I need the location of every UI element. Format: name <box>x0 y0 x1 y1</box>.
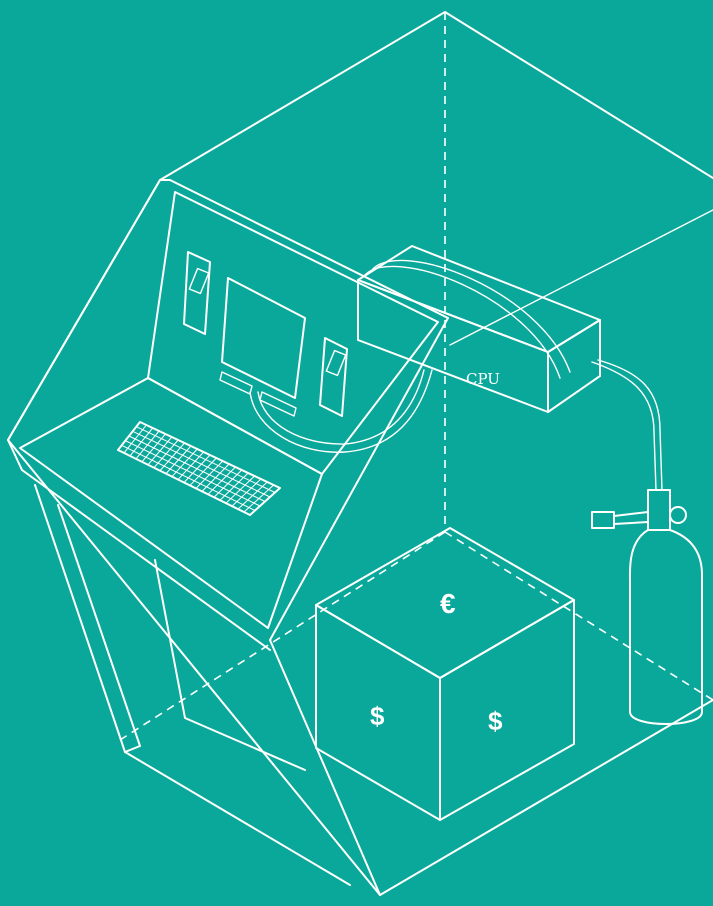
valve-nozzle-tip <box>592 512 614 528</box>
card-slot-right <box>320 338 347 416</box>
outer-box-top-edge <box>8 12 713 440</box>
outer-box-bottom-edge <box>380 700 713 895</box>
valve-nozzle <box>614 512 648 524</box>
card-slot-left-reader <box>189 269 208 294</box>
desk-surface <box>20 378 322 628</box>
keyboard-row-divider <box>122 445 255 510</box>
money-cube: € $ $ <box>316 528 574 820</box>
dollar-symbol-left: $ <box>370 701 385 731</box>
euro-symbol: € <box>440 588 456 619</box>
dollar-symbol-right: $ <box>488 706 503 736</box>
keyboard-row-divider <box>129 436 265 502</box>
keyboard <box>118 422 280 515</box>
gas-hose-inner <box>592 362 656 490</box>
card-slot-left <box>184 252 210 334</box>
cpu-cable-strap <box>372 260 570 372</box>
cpu-top-face <box>358 246 600 352</box>
kiosk-back-slant <box>270 318 448 640</box>
gas-cylinder <box>592 360 702 724</box>
cabinet-recess <box>155 560 305 770</box>
cube-right-face <box>440 600 574 820</box>
cabinet-left-post <box>35 485 140 752</box>
cpu-unit: CPU <box>358 246 600 412</box>
cable-loop <box>250 370 432 452</box>
valve-knob <box>670 507 686 523</box>
kiosk-terminal <box>8 180 448 895</box>
card-slot-right-reader <box>326 351 345 376</box>
outer-box-left-edge <box>8 440 380 895</box>
cpu-cable-strap-inner <box>364 266 560 378</box>
hidden-floor-right <box>445 532 713 700</box>
cylinder-body <box>630 530 702 724</box>
gas-hose <box>598 360 662 490</box>
keyboard-row-divider <box>133 431 270 497</box>
outer-box <box>8 12 713 895</box>
keyboard-keys <box>122 425 275 512</box>
keyboard-row-divider <box>125 441 260 506</box>
kiosk-back-leg <box>270 640 380 895</box>
cpu-front-face <box>358 280 548 412</box>
monitor-screen <box>222 278 305 398</box>
display-panel <box>148 192 438 474</box>
cpu-label: CPU <box>466 370 500 388</box>
cylinder-valve <box>648 490 670 530</box>
